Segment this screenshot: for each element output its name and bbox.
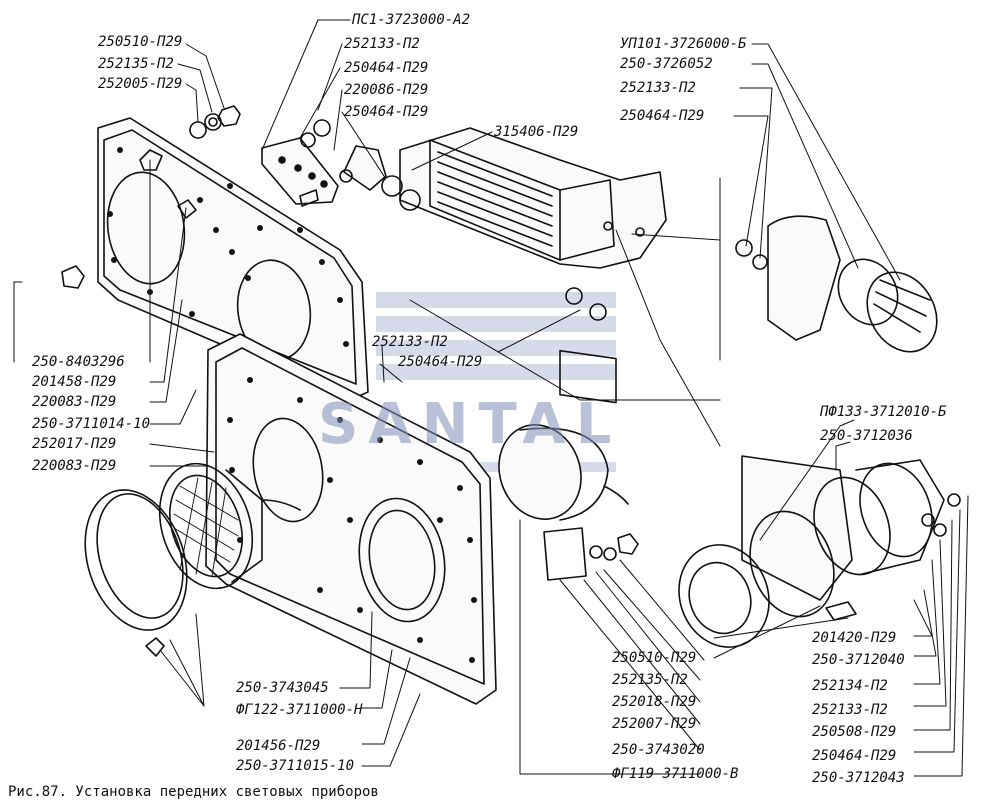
part-label: 250-8403296 <box>32 354 125 370</box>
part-label: 250464-П29 <box>344 104 429 120</box>
marker-lamp <box>735 215 938 353</box>
part-label: 250464-П29 <box>398 354 483 370</box>
rim-screw <box>145 637 165 657</box>
part-label: 250464-П29 <box>344 60 429 76</box>
headlight-unit <box>158 462 301 590</box>
fog-lamp <box>498 424 639 581</box>
bolt-plate <box>139 149 197 219</box>
part-label: 252135-П2 <box>98 56 174 72</box>
watermark-logo <box>376 292 616 472</box>
part-label: ФГ119-3711000-В <box>612 766 739 782</box>
part-label: 252007-П29 <box>612 716 697 732</box>
cab-grille-fragment <box>399 127 667 404</box>
part-label: 201458-П29 <box>32 374 117 390</box>
part-label: 220086-П29 <box>344 82 429 98</box>
part-label: 201456-П29 <box>236 738 321 754</box>
small-bracket <box>339 145 421 211</box>
part-label: 250-3711014-10 <box>32 416 151 432</box>
part-label: УП101-3726000-Б <box>620 36 747 52</box>
part-label: 250-3712040 <box>812 652 905 668</box>
part-label: 250464-П29 <box>812 748 897 764</box>
part-label: 252134-П2 <box>812 678 888 694</box>
part-label: 250-3712036 <box>820 428 913 444</box>
part-label: ФГ122-3711000-Н <box>236 702 363 718</box>
position-lamp-assembly <box>678 455 961 648</box>
part-label: 315406-П29 <box>494 124 579 140</box>
part-label: 252133-П2 <box>372 334 448 350</box>
part-label: 252133-П2 <box>620 80 696 96</box>
part-label: 252018-П29 <box>612 694 697 710</box>
part-label: ПС1-3723000-А2 <box>352 12 471 28</box>
part-label: 250510-П29 <box>98 34 183 50</box>
part-label: 250508-П29 <box>812 724 897 740</box>
part-label: ПФ133-3712010-Б <box>820 404 947 420</box>
part-label: 252017-П29 <box>32 436 117 452</box>
part-label: 250464-П29 <box>620 108 705 124</box>
part-label: 250-3726052 <box>620 56 713 72</box>
part-label: 250-3712043 <box>812 770 905 786</box>
fastener-stack-top <box>189 105 331 148</box>
part-label: 220083-П29 <box>32 458 117 474</box>
part-label: 250-3743020 <box>612 742 705 758</box>
part-label: 252133-П2 <box>344 36 420 52</box>
part-label: 252133-П2 <box>812 702 888 718</box>
headlight-rim <box>84 489 188 631</box>
watermark-text: SANTAL <box>318 392 622 457</box>
part-label: 252135-П2 <box>612 672 688 688</box>
plug-part <box>61 265 85 289</box>
part-label: 220083-П29 <box>32 394 117 410</box>
relay-bracket <box>261 137 339 207</box>
figure-caption: Рис.87. Установка передних световых приб… <box>8 784 379 800</box>
part-label: 250-3711015-10 <box>236 758 355 774</box>
part-label: 201420-П29 <box>812 630 897 646</box>
leader-lines <box>13 19 969 777</box>
part-label: 252005-П29 <box>98 76 183 92</box>
part-label: 250510-П29 <box>612 650 697 666</box>
part-label: 250-3743045 <box>236 680 329 696</box>
